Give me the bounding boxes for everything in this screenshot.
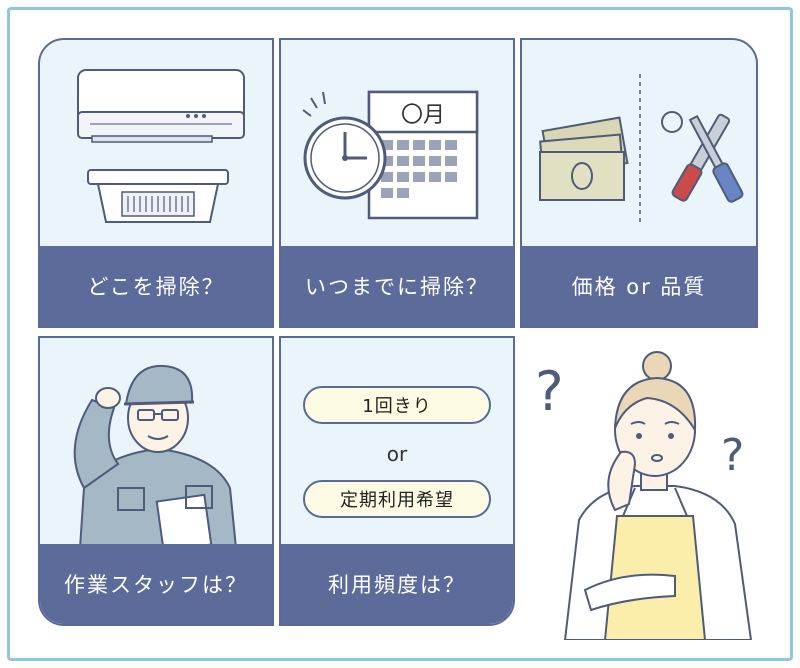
panel-price-or-quality: 価格 or 品質: [520, 38, 758, 328]
calendar-clock-icon: 〇月: [302, 90, 479, 220]
money-tools-icon: [539, 74, 744, 224]
panel-label: 利用頻度は？: [281, 544, 513, 624]
question-mark-icon: ?: [721, 430, 744, 481]
panel-label: いつまでに掃除？: [281, 246, 513, 326]
option-once: 1回きり: [303, 386, 491, 424]
calendar-month: 〇月: [401, 103, 445, 128]
panel-label: どこを掃除？: [40, 246, 272, 326]
panel-frequency: 1回きり or 定期利用希望 利用頻度は？: [279, 336, 515, 626]
panel-label: 価格 or 品質: [522, 246, 756, 326]
question-mark-icon: ?: [535, 360, 564, 423]
panel-label: 作業スタッフは？: [40, 544, 272, 624]
worker-icon: [73, 364, 238, 548]
or-text: or: [386, 442, 408, 466]
confused-woman-icon: ? ?: [535, 351, 753, 640]
panel-staff: 作業スタッフは？: [38, 336, 274, 626]
panel-where-to-clean: どこを掃除？: [38, 38, 274, 328]
air-conditioner-icon: [77, 69, 245, 223]
panel-when-to-clean: 〇月 いつまでに掃除？: [279, 38, 515, 328]
option-regular: 定期利用希望: [303, 480, 491, 518]
